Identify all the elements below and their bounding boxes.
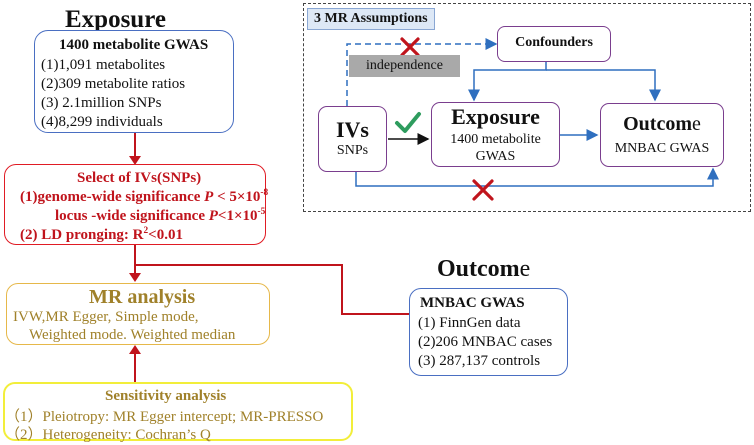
cross-icon <box>400 37 420 57</box>
confounders-box: Confounders <box>497 26 611 62</box>
confounder-arrow <box>468 62 547 102</box>
outcome-connector-line <box>341 313 409 315</box>
independence-label: independence <box>349 55 460 77</box>
outcome-item: (1) FinnGen data <box>418 315 521 331</box>
exponent: -5 <box>257 207 266 217</box>
iv-criterion-genome: (1)genome-wide significance P < 5×10-8 <box>20 188 269 206</box>
iv-selection-box: Select of IVs(SNPs) (1)genome-wide signi… <box>4 164 269 245</box>
outcome-item: (2)206 MNBAC cases <box>418 334 553 350</box>
exposure-item: (3) 2.1million SNPs <box>41 95 162 111</box>
outcome-box: MNBAC GWAS (1) FinnGen data (2)206 MNBAC… <box>409 288 568 376</box>
exposure-item: (4)8,299 individuals <box>41 114 163 130</box>
iv-criterion-text: <0.01 <box>148 227 183 243</box>
arrow-head <box>129 273 141 282</box>
mr-methods-line: IVW,MR Egger, Simple mode, <box>13 309 199 325</box>
exposure-item: (2)309 metabolite ratios <box>41 76 186 92</box>
outcome-node-subtitle: MNBAC GWAS <box>614 141 710 156</box>
connector-line <box>134 352 136 382</box>
confounder-arrow <box>546 69 661 102</box>
exponent: 2 <box>143 226 149 236</box>
assumptions-label: 3 MR Assumptions <box>307 8 435 30</box>
cross-icon <box>472 179 494 201</box>
exposure-node-subtitle: GWAS <box>475 149 516 164</box>
ivs-to-outcome-arrow <box>355 167 719 187</box>
iv-criterion-ld: (2) LD pronging: R2<0.01 <box>20 226 183 244</box>
exposure-item: (1)1,091 metabolites <box>41 57 166 73</box>
ivs-node: IVs SNPs <box>318 106 387 172</box>
confounders-label: Confounders <box>515 35 593 50</box>
mr-analysis-box: MR analysis IVW,MR Egger, Simple mode, W… <box>6 283 270 345</box>
outcome-connector-line <box>341 264 343 314</box>
iv-criterion-text: < 5×10 <box>213 189 261 205</box>
outcome-heading-main: Outcom <box>437 256 520 282</box>
iv-box-title: Select of IVs(SNPs) <box>77 170 202 186</box>
p-symbol: P <box>208 208 218 224</box>
iv-criterion-text: <1×10 <box>217 208 258 224</box>
iv-criterion-locus: locus -wide significance P<1×10-5 <box>55 207 266 225</box>
exposure-heading: Exposure <box>65 6 166 33</box>
outcome-heading: Outcome <box>437 256 530 283</box>
exponent: -8 <box>260 188 269 198</box>
exposure-node-title: Exposure <box>451 104 540 129</box>
check-icon <box>395 112 421 133</box>
outcome-node-title-main: Outcom <box>623 113 692 135</box>
outcome-node: Outcome MNBAC GWAS <box>600 103 724 167</box>
arrow-head <box>129 156 141 165</box>
outcome-box-title: MNBAC GWAS <box>420 295 525 311</box>
mr-methods-line: Weighted mode. Weighted median <box>29 327 236 343</box>
p-symbol: P <box>204 189 214 205</box>
ivs-title: IVs <box>335 117 369 142</box>
sensitivity-line: （1）Pleiotropy: MR Egger intercept; MR-PR… <box>5 409 324 425</box>
connector-line <box>134 133 136 161</box>
exposure-node-subtitle: 1400 metabolite <box>450 132 541 147</box>
iv-criterion-text: (2) LD pronging: R <box>20 227 144 243</box>
outcome-connector-line <box>134 264 342 266</box>
outcome-heading-tail: e <box>519 256 531 282</box>
iv-criterion-text: locus -wide significance <box>55 208 209 224</box>
exposure-box: 1400 metabolite GWAS (1)1,091 metabolite… <box>34 30 234 133</box>
outcome-item: (3) 287,137 controls <box>418 353 541 369</box>
independence-dashed-arrow <box>346 38 498 106</box>
iv-criterion-text: (1)genome-wide significance <box>20 189 205 205</box>
mr-analysis-title: MR analysis <box>89 286 196 308</box>
sensitivity-line: （2）Heterogeneity: Cochran’s Q <box>5 427 211 443</box>
sensitivity-title: Sensitivity analysis <box>105 388 227 404</box>
connector-line <box>134 245 136 277</box>
exposure-box-title: 1400 metabolite GWAS <box>59 37 209 53</box>
outcome-node-title-tail: e <box>692 113 701 135</box>
ivs-subtitle: SNPs <box>336 143 369 158</box>
sensitivity-box: Sensitivity analysis （1）Pleiotropy: MR E… <box>3 382 353 443</box>
arrow-head <box>129 345 141 354</box>
assumptions-panel <box>303 3 751 212</box>
exposure-node: Exposure 1400 metabolite GWAS <box>431 102 560 167</box>
outcome-node-title: Outcome <box>601 113 723 136</box>
